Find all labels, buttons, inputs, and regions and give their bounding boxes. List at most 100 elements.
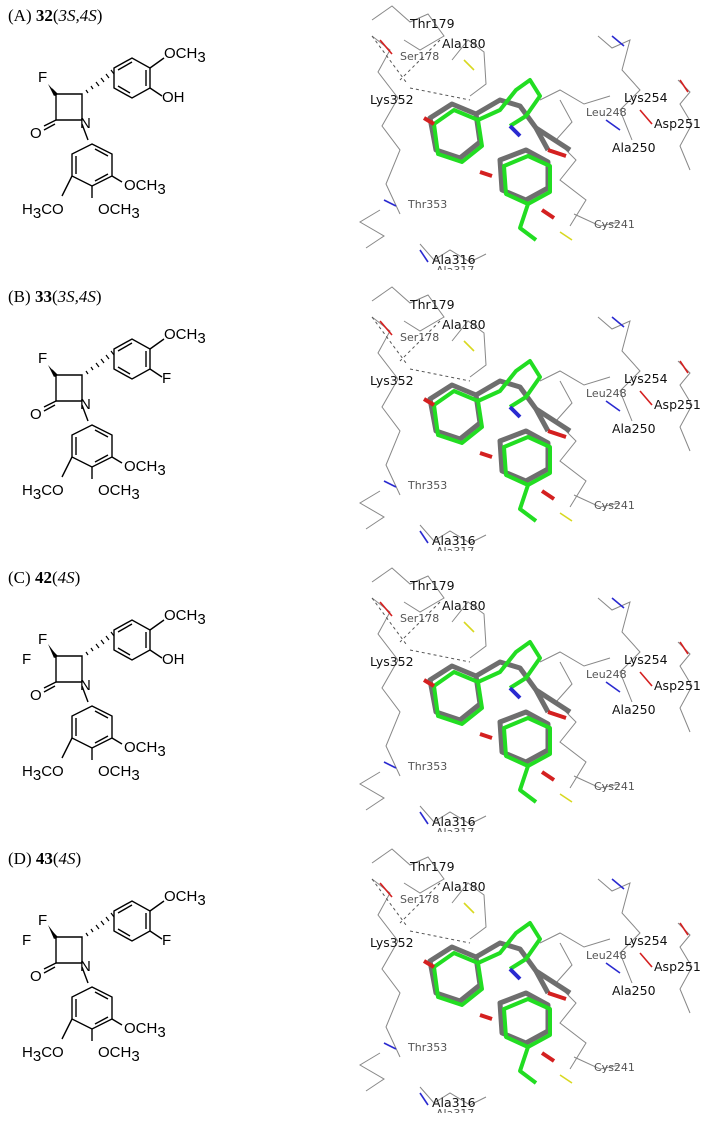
residue-ala316: Ala316	[432, 533, 476, 548]
residue-thr353: Thr353	[407, 198, 447, 211]
residue-asp251: Asp251	[654, 397, 701, 412]
residue-ala180: Ala180	[442, 598, 486, 613]
residue-ala250: Ala250	[612, 140, 656, 155]
colored-atoms	[379, 878, 689, 1106]
hydrogen-bonds	[371, 316, 471, 382]
figure-panel-c: (C) 42(4S)	[0, 562, 716, 832]
residue-thr353: Thr353	[407, 1041, 447, 1054]
hydrogen-bonds	[371, 597, 471, 663]
residue-lys352: Lys352	[370, 92, 414, 107]
residue-thr353: Thr353	[407, 479, 447, 492]
hydrogen-bonds	[371, 878, 471, 944]
amide-n-label: N	[80, 115, 91, 132]
methoxy-left: H3CO	[22, 482, 64, 503]
residue-ala180: Ala180	[442, 36, 486, 51]
residue-cys241: Cys241	[594, 1061, 635, 1074]
docked-ligand	[432, 921, 552, 1085]
panel-label: (A) 32(3S,4S)	[8, 6, 103, 25]
meta-substituent-label: F	[162, 932, 171, 949]
residue-asp251: Asp251	[654, 959, 701, 974]
residue-cys241: Cys241	[594, 218, 635, 231]
residue-lys254: Lys254	[624, 933, 668, 948]
methoxy-top: OCH3	[164, 888, 206, 909]
azetidinone-ring	[55, 655, 83, 683]
residue-ser178: Ser178	[400, 612, 439, 625]
colored-atoms	[379, 597, 689, 825]
protein-wireframe	[359, 848, 693, 1106]
c3-f-wedge	[48, 925, 57, 939]
carbonyl-o-label: O	[30, 968, 42, 985]
figure-panel-a: (A) 32(3S,4S)	[0, 0, 716, 270]
residue-ser178: Ser178	[400, 331, 439, 344]
methoxy-bottom: OCH3	[98, 763, 140, 784]
residue-cys241: Cys241	[594, 780, 635, 793]
c3-left-label: F	[22, 932, 31, 949]
amide-n-label: N	[80, 677, 91, 694]
protein-wireframe	[359, 286, 693, 544]
c3-top-label: F	[38, 912, 47, 929]
panel-letter: C	[13, 568, 26, 587]
c3-f-wedge	[48, 84, 57, 96]
residue-leu248: Leu248	[586, 106, 627, 119]
ligand-heteroatoms	[422, 678, 567, 782]
docking-view: Thr179 Ala180 Ser178 Lys254 Asp251 Lys35…	[359, 286, 701, 551]
structure-bonds	[43, 57, 165, 198]
compound-number: 33	[34, 287, 52, 306]
chemical-structure: F F O N OCH3 OH OCH3 OCH3 H3CO	[22, 607, 206, 784]
methoxy-left: H3CO	[22, 1044, 64, 1065]
stereo-descriptor: 4S	[57, 568, 75, 587]
methoxy-bottom: OCH3	[98, 482, 140, 503]
docking-view: Thr179 Ala180 Ser178 Lys254 Asp251 Lys35…	[359, 848, 701, 1113]
residue-lys352: Lys352	[370, 373, 414, 388]
residue-thr179: Thr179	[409, 859, 455, 874]
meta-substituent-label: OH	[162, 651, 185, 668]
amide-n-label: N	[80, 396, 91, 413]
residue-ala316: Ala316	[432, 252, 476, 267]
residue-ala250: Ala250	[612, 983, 656, 998]
azetidinone-ring	[55, 93, 83, 121]
figure-panel-b: (B) 33(3S,4S)	[0, 281, 716, 551]
protein-wireframe	[359, 5, 693, 263]
docked-ligand	[432, 78, 552, 242]
residue-ala180: Ala180	[442, 879, 486, 894]
docked-ligand	[432, 359, 552, 523]
compound-number: 42	[34, 568, 52, 587]
residue-ala250: Ala250	[612, 702, 656, 717]
colored-atoms	[379, 35, 689, 263]
residue-leu248: Leu248	[586, 668, 627, 681]
methoxy-bottom: OCH3	[98, 201, 140, 222]
c3-left-label: F	[22, 651, 31, 668]
residue-cys241: Cys241	[594, 499, 635, 512]
residue-leu248: Leu248	[586, 949, 627, 962]
methoxy-right: OCH3	[124, 177, 166, 198]
residue-ser178: Ser178	[400, 893, 439, 906]
residue-ala316: Ala316	[432, 814, 476, 829]
ligand-heteroatoms	[422, 959, 567, 1063]
methoxy-bottom: OCH3	[98, 1044, 140, 1065]
residue-lys254: Lys254	[624, 652, 668, 667]
panel-label: (C) 42(4S)	[8, 568, 81, 587]
residue-ala317: Ala317	[436, 1107, 474, 1113]
residue-leu248: Leu248	[586, 387, 627, 400]
residue-lys352: Lys352	[370, 935, 414, 950]
azetidinone-ring	[55, 936, 83, 964]
structure-bonds	[43, 619, 165, 760]
panel-letter: A	[13, 6, 26, 25]
methoxy-top: OCH3	[164, 607, 206, 628]
figure-panel-d: (D) 43(4S)	[0, 843, 716, 1113]
c3-top-label: F	[38, 350, 47, 367]
residue-lys254: Lys254	[624, 371, 668, 386]
c3-f-wedge	[48, 365, 57, 377]
compound-number: 43	[35, 849, 53, 868]
residue-thr179: Thr179	[409, 297, 455, 312]
amide-n-label: N	[80, 958, 91, 975]
residue-ser178: Ser178	[400, 50, 439, 63]
c3-f-wedge	[48, 644, 57, 658]
residue-ala180: Ala180	[442, 317, 486, 332]
protein-wireframe	[359, 567, 693, 825]
residue-asp251: Asp251	[654, 116, 701, 131]
hydrogen-bonds	[371, 35, 471, 101]
methoxy-top: OCH3	[164, 326, 206, 347]
meta-substituent-label: F	[162, 370, 171, 387]
methoxy-right: OCH3	[124, 739, 166, 760]
